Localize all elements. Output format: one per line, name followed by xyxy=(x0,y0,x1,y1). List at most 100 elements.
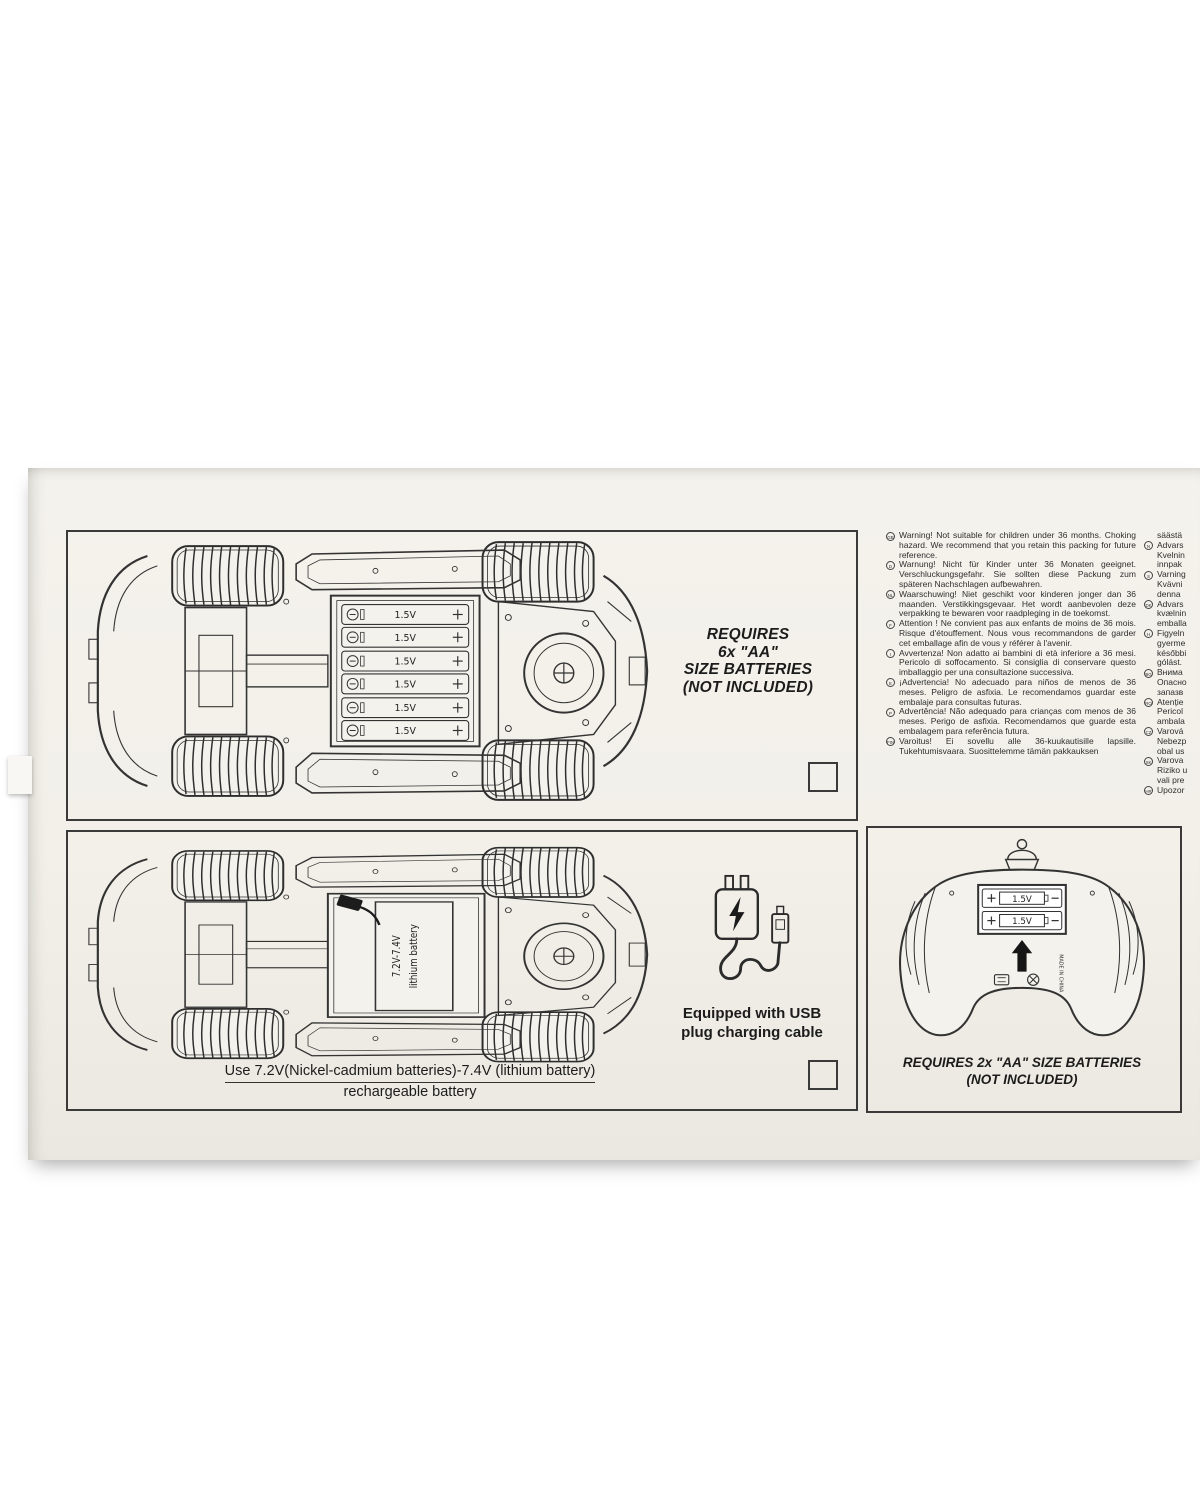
battery-cell: 1.5V xyxy=(341,650,470,672)
requires-2aa-text: REQUIRES 2x "AA" SIZE BATTERIES (NOT INC… xyxy=(872,1054,1172,1088)
warning-fragment-text: Figyeln xyxy=(1157,628,1185,638)
usb-charger-icon xyxy=(714,874,790,980)
controller-battery-label: 1.5V xyxy=(1012,895,1032,905)
battery-caption-line1: Use 7.2V(Nickel-cadmium batteries)-7.4V … xyxy=(224,1062,596,1083)
lithium-pack-label-line2: lithium battery xyxy=(408,924,420,988)
battery-cell: 1.5V xyxy=(341,720,470,741)
warning-text: Warning! Not suitable for children under… xyxy=(899,530,1136,560)
warning-fragment: obal us xyxy=(1144,747,1200,757)
warning-fragment-text: säästä xyxy=(1157,531,1183,540)
language-code-icon: NL xyxy=(886,590,895,600)
warning-fragment: Kvävni xyxy=(1144,580,1200,590)
warning-text: Warnung! Nicht für Kinder unter 36 Monat… xyxy=(899,559,1136,589)
warning-fragment: Pericol xyxy=(1144,707,1200,717)
warning-fragment: későbbi xyxy=(1144,649,1200,659)
language-code-icon: S xyxy=(1144,570,1153,580)
warning-fragment-text: Kvelnin xyxy=(1157,550,1185,560)
warning-fragment-text: vali pre xyxy=(1157,775,1185,785)
warning-fragment: S Varning xyxy=(1144,570,1200,580)
warning-fragment: H Figyeln xyxy=(1144,629,1200,639)
battery-cell-label: 1.5V xyxy=(395,610,417,621)
language-code-icon: CZ xyxy=(1144,727,1153,737)
warning-item: NL Waarschuwing! Niet geschikt voor kind… xyxy=(886,588,1136,619)
warning-fragment-text: запазв xyxy=(1157,687,1184,697)
warning-fragment-text: obal us xyxy=(1157,746,1185,756)
battery-cell: 1.5V xyxy=(341,697,470,719)
warning-fragment-text: Varová xyxy=(1157,726,1184,736)
warning-fragment-text: Varning xyxy=(1157,570,1186,580)
battery-cell: 1.5V xyxy=(341,673,470,695)
warning-text: Avvertenza! Non adatto ai bambini di età… xyxy=(899,647,1136,678)
requires-line: REQUIRES xyxy=(706,626,790,643)
warning-fragment: kvælnin xyxy=(1144,609,1200,619)
warning-fragment: innpak xyxy=(1144,560,1200,570)
language-code-icon: SK xyxy=(1144,756,1153,766)
language-code-icon: E xyxy=(886,678,895,688)
requires-line: (NOT INCLUDED) xyxy=(966,1072,1078,1087)
requires-line: REQUIRES 2x "AA" SIZE BATTERIES xyxy=(902,1055,1142,1070)
warning-item: E ¡Advertencia! No adecuado para niños d… xyxy=(886,677,1136,707)
warning-item: P Advertência! Não adequado para criança… xyxy=(886,707,1136,736)
warning-fragment-text: innpak xyxy=(1157,560,1183,570)
warning-fragment: vali pre xyxy=(1144,776,1200,786)
battery-compartment-6-cells: 1.5V 1.5V 1.5V 1.5V xyxy=(329,594,481,748)
battery-caption-line2: rechargeable battery xyxy=(343,1084,477,1100)
language-code-icon: I xyxy=(886,649,895,659)
warning-fragment: gyerme xyxy=(1144,639,1200,649)
battery-plug-connector-icon xyxy=(336,894,363,911)
requires-line: 6x "AA" xyxy=(717,643,779,661)
warning-fragment-text: Kvävni xyxy=(1157,579,1183,589)
requires-6aa-text: REQUIRES 6x "AA" SIZE BATTERIES (NOT INC… xyxy=(648,626,848,696)
language-code-icon: P xyxy=(886,707,895,717)
language-code-icon: H xyxy=(1144,629,1153,639)
car-chassis-diagram-aa: 1.5V 1.5V 1.5V 1.5V xyxy=(78,540,663,803)
controller-battery-box: 1.5V 1.5V xyxy=(977,883,1067,935)
warning-item: GB Warning! Not suitable for children un… xyxy=(886,530,1136,560)
lightning-bolt-icon xyxy=(729,896,745,932)
warning-text: Varoitus! Ei sovellu alle 36-kuukautisil… xyxy=(899,735,1136,756)
language-code-icon: GB xyxy=(886,531,895,541)
warning-text: Attention ! Ne convient pas aux enfants … xyxy=(899,618,1136,648)
language-code-icon: N xyxy=(1144,541,1153,551)
requires-line: (NOT INCLUDED) xyxy=(682,678,814,696)
warning-item: FIN Varoitus! Ei sovellu alle 36-kuukaut… xyxy=(886,735,1136,757)
panel-remote-controller xyxy=(866,826,1182,1113)
language-code-icon: FIN xyxy=(886,737,895,747)
panel-car-aa-batteries xyxy=(66,530,858,821)
warning-fragment-text: denna xyxy=(1157,589,1181,599)
warning-fragment: Kvelnin xyxy=(1144,551,1200,561)
charging-cable xyxy=(719,937,782,980)
controller-battery-cell: 1.5V xyxy=(981,888,1063,908)
charge-port-icon xyxy=(993,974,1010,986)
warning-fragment: denna xyxy=(1144,590,1200,600)
usb-caption-line: Equipped with USB xyxy=(682,1005,822,1022)
warning-fragment-text: ambala xyxy=(1157,717,1185,727)
lithium-battery-compartment: 7.2V-7.4V lithium battery xyxy=(326,892,486,1018)
usb-caption-line: plug charging cable xyxy=(681,1024,823,1041)
language-code-icon: BG xyxy=(1144,668,1153,678)
controller-battery-cell: 1.5V xyxy=(981,910,1063,931)
warning-fragment: ambala xyxy=(1144,717,1200,727)
warning-fragment: Riziko u xyxy=(1144,766,1200,776)
made-in-label: MADE IN CHINA xyxy=(1058,954,1064,993)
checkbox-square-top xyxy=(808,762,838,792)
paper-edge-tab xyxy=(8,756,32,794)
usb-plug-icon xyxy=(714,874,760,941)
warning-fragment-text: gyerme xyxy=(1157,638,1186,648)
up-arrow-icon xyxy=(1011,939,1033,972)
warning-fragment-text: Опасно xyxy=(1157,677,1187,687)
remote-controller-diagram: 1.5V 1.5V MADE IN CHINA xyxy=(899,838,1145,1037)
usb-caption-text: Equipped with USB plug charging cable xyxy=(652,1004,852,1042)
warning-fragment: запазв xyxy=(1144,688,1200,698)
warning-fragment-text: gólást. xyxy=(1157,658,1183,668)
controller-battery-label: 1.5V xyxy=(1012,917,1032,927)
warning-fragment: Опасно xyxy=(1144,678,1200,688)
language-code-icon: F xyxy=(886,619,895,629)
warning-text: Waarschuwing! Niet geschikt voor kindere… xyxy=(899,588,1136,619)
grip-texture-lines xyxy=(905,886,1139,994)
